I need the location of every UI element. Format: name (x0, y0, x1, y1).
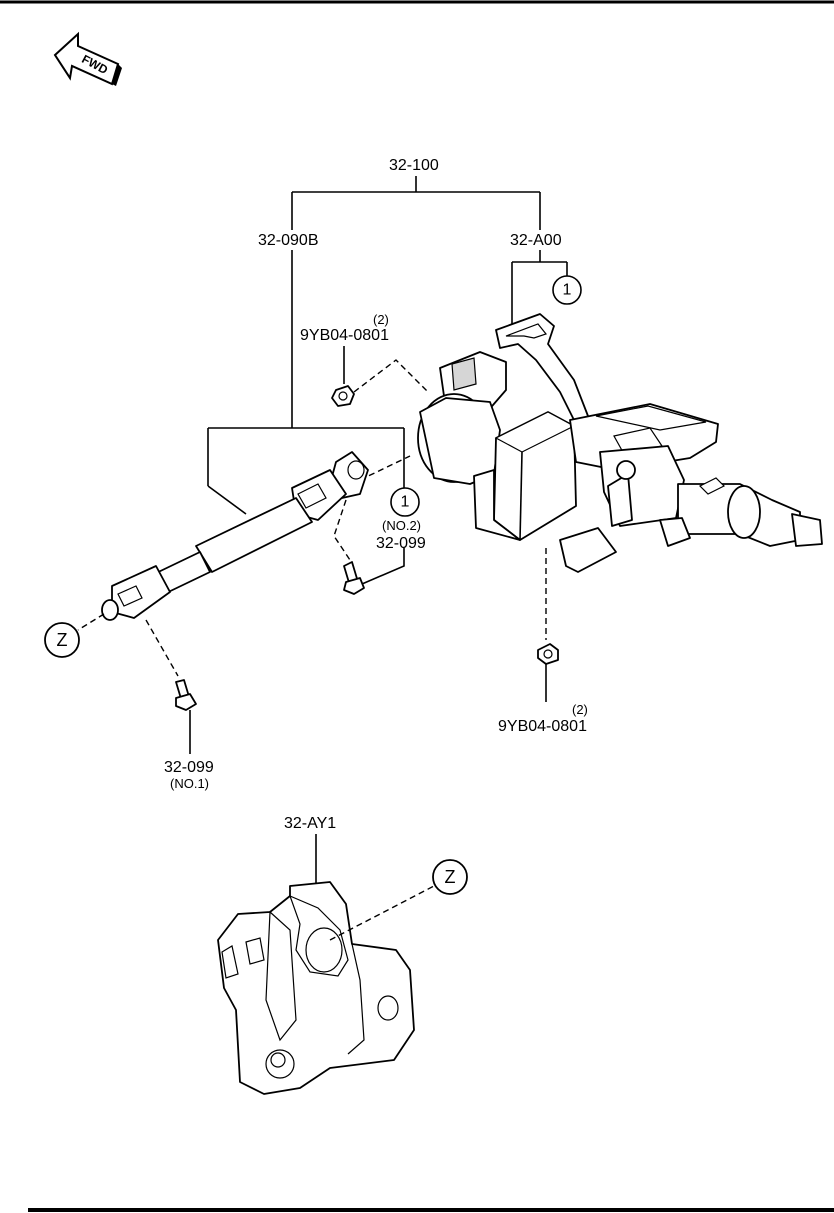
bolt-no2 (343, 561, 365, 595)
bolt-no2-leader (361, 548, 405, 585)
bolt-no2-part: 32-099 (376, 535, 426, 552)
circle-one-marker-top: 1 (552, 275, 582, 305)
fwd-arrow-icon: FWD (53, 31, 122, 86)
circle-z-text-right: Z (445, 867, 456, 887)
circle-one-text-top: 1 (563, 282, 572, 299)
label-32-100: 32-100 (389, 157, 439, 174)
bolt-no1 (175, 679, 197, 711)
shaft-z-dash (77, 613, 105, 631)
nut-bottom (537, 643, 559, 665)
steering-cover (217, 881, 415, 1095)
circle-z-marker-right: Z (432, 859, 468, 895)
nut-top-dash (353, 359, 429, 393)
nut-top-part: 9YB04-0801 (300, 327, 389, 344)
label-32-AY1: 32-AY1 (284, 815, 336, 832)
intermediate-shaft (101, 451, 411, 621)
bolt-no2-note: (NO.2) (382, 518, 421, 533)
circle-z-marker-left: Z (44, 622, 80, 658)
label-32-A00: 32-A00 (510, 232, 562, 249)
nut-bottom-part: 9YB04-0801 (498, 718, 587, 735)
nut-top (331, 385, 355, 407)
shaft-leader (207, 250, 405, 515)
nut-top-qty: (2) (373, 312, 389, 327)
label-32-090B: 32-090B (258, 232, 319, 249)
steering-column (417, 313, 823, 573)
bolt-no1-dash (145, 619, 179, 677)
bolt-no1-note: (NO.1) (170, 776, 209, 791)
bolt-no1-part: 32-099 (164, 759, 214, 776)
bolt-no2-dash (333, 499, 351, 561)
circle-one-text-mid: 1 (401, 494, 410, 511)
circle-z-text-left: Z (57, 630, 68, 650)
assembly-bracket (291, 176, 541, 230)
column-leader (511, 250, 568, 330)
nut-bottom-qty: (2) (572, 702, 588, 717)
circle-one-marker-mid: 1 (390, 487, 420, 517)
